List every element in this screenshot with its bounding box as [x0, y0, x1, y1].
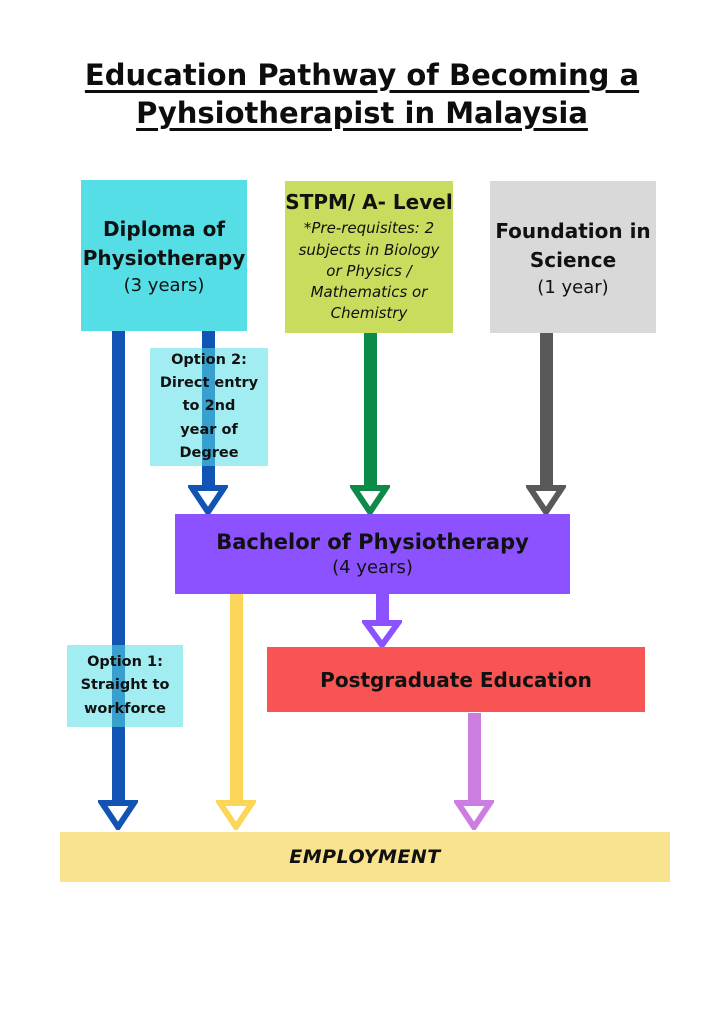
node-title: Bachelor of Physiotherapy — [216, 530, 529, 554]
node-duration: (4 years) — [332, 557, 413, 578]
node-postgraduate-education: Postgraduate Education — [267, 647, 645, 712]
node-diploma-of-physiotherapy: Diploma of Physiotherapy (3 years) — [81, 180, 247, 331]
node-stpm-a-level: STPM/ A- Level *Pre-requisites: 2 subjec… — [285, 181, 453, 333]
node-prerequisites-note: *Pre-requisites: 2 subjects in Biology o… — [298, 219, 440, 323]
arrow-shaft — [539, 333, 553, 485]
node-title: Postgraduate Education — [320, 667, 592, 692]
arrow-shaft — [363, 333, 377, 485]
label-option1-straight-to-workforce: Option 1: Straight to workforce — [67, 645, 183, 727]
arrow-shaft — [111, 331, 125, 800]
arrowhead-open-triangle — [98, 800, 138, 830]
node-employment-bar: EMPLOYMENT — [60, 832, 670, 882]
node-foundation-in-science: Foundation in Science (1 year) — [490, 181, 656, 333]
arrowhead-open-triangle — [362, 620, 402, 648]
arrow-stpm-to-bachelor — [350, 333, 390, 515]
node-title: Diploma of Physiotherapy — [82, 217, 246, 270]
arrowhead-open-triangle — [454, 800, 494, 830]
page-title: Education Pathway of Becoming a Pyhsioth… — [0, 56, 724, 133]
arrow-foundation-to-bachelor — [526, 333, 566, 515]
page-title-line2: Pyhsiotherapist in Malaysia — [136, 96, 588, 131]
label-option2-direct-entry: Option 2: Direct entry to 2nd year of De… — [150, 348, 268, 466]
node-duration: (3 years) — [123, 275, 205, 296]
node-bachelor-of-physiotherapy: Bachelor of Physiotherapy (4 years) — [175, 514, 570, 594]
arrowhead-open-triangle — [526, 485, 566, 515]
node-title: STPM/ A- Level — [285, 190, 453, 215]
arrow-bachelor-to-employment — [216, 594, 256, 830]
page-title-line1: Education Pathway of Becoming a — [84, 58, 640, 92]
arrow-postgraduate-to-employment — [454, 713, 494, 830]
arrow-bachelor-to-postgraduate — [362, 594, 402, 648]
arrowhead-open-triangle — [188, 485, 228, 515]
node-duration: (1 year) — [537, 276, 609, 298]
arrow-shaft — [229, 594, 243, 800]
node-title: Foundation in Science — [495, 218, 651, 272]
arrow-shaft — [467, 713, 481, 800]
arrowhead-open-triangle — [350, 485, 390, 515]
arrow-diploma-to-employment — [98, 331, 138, 830]
arrow-shaft — [375, 594, 389, 620]
node-title: EMPLOYMENT — [289, 846, 441, 868]
arrowhead-open-triangle — [216, 800, 256, 830]
